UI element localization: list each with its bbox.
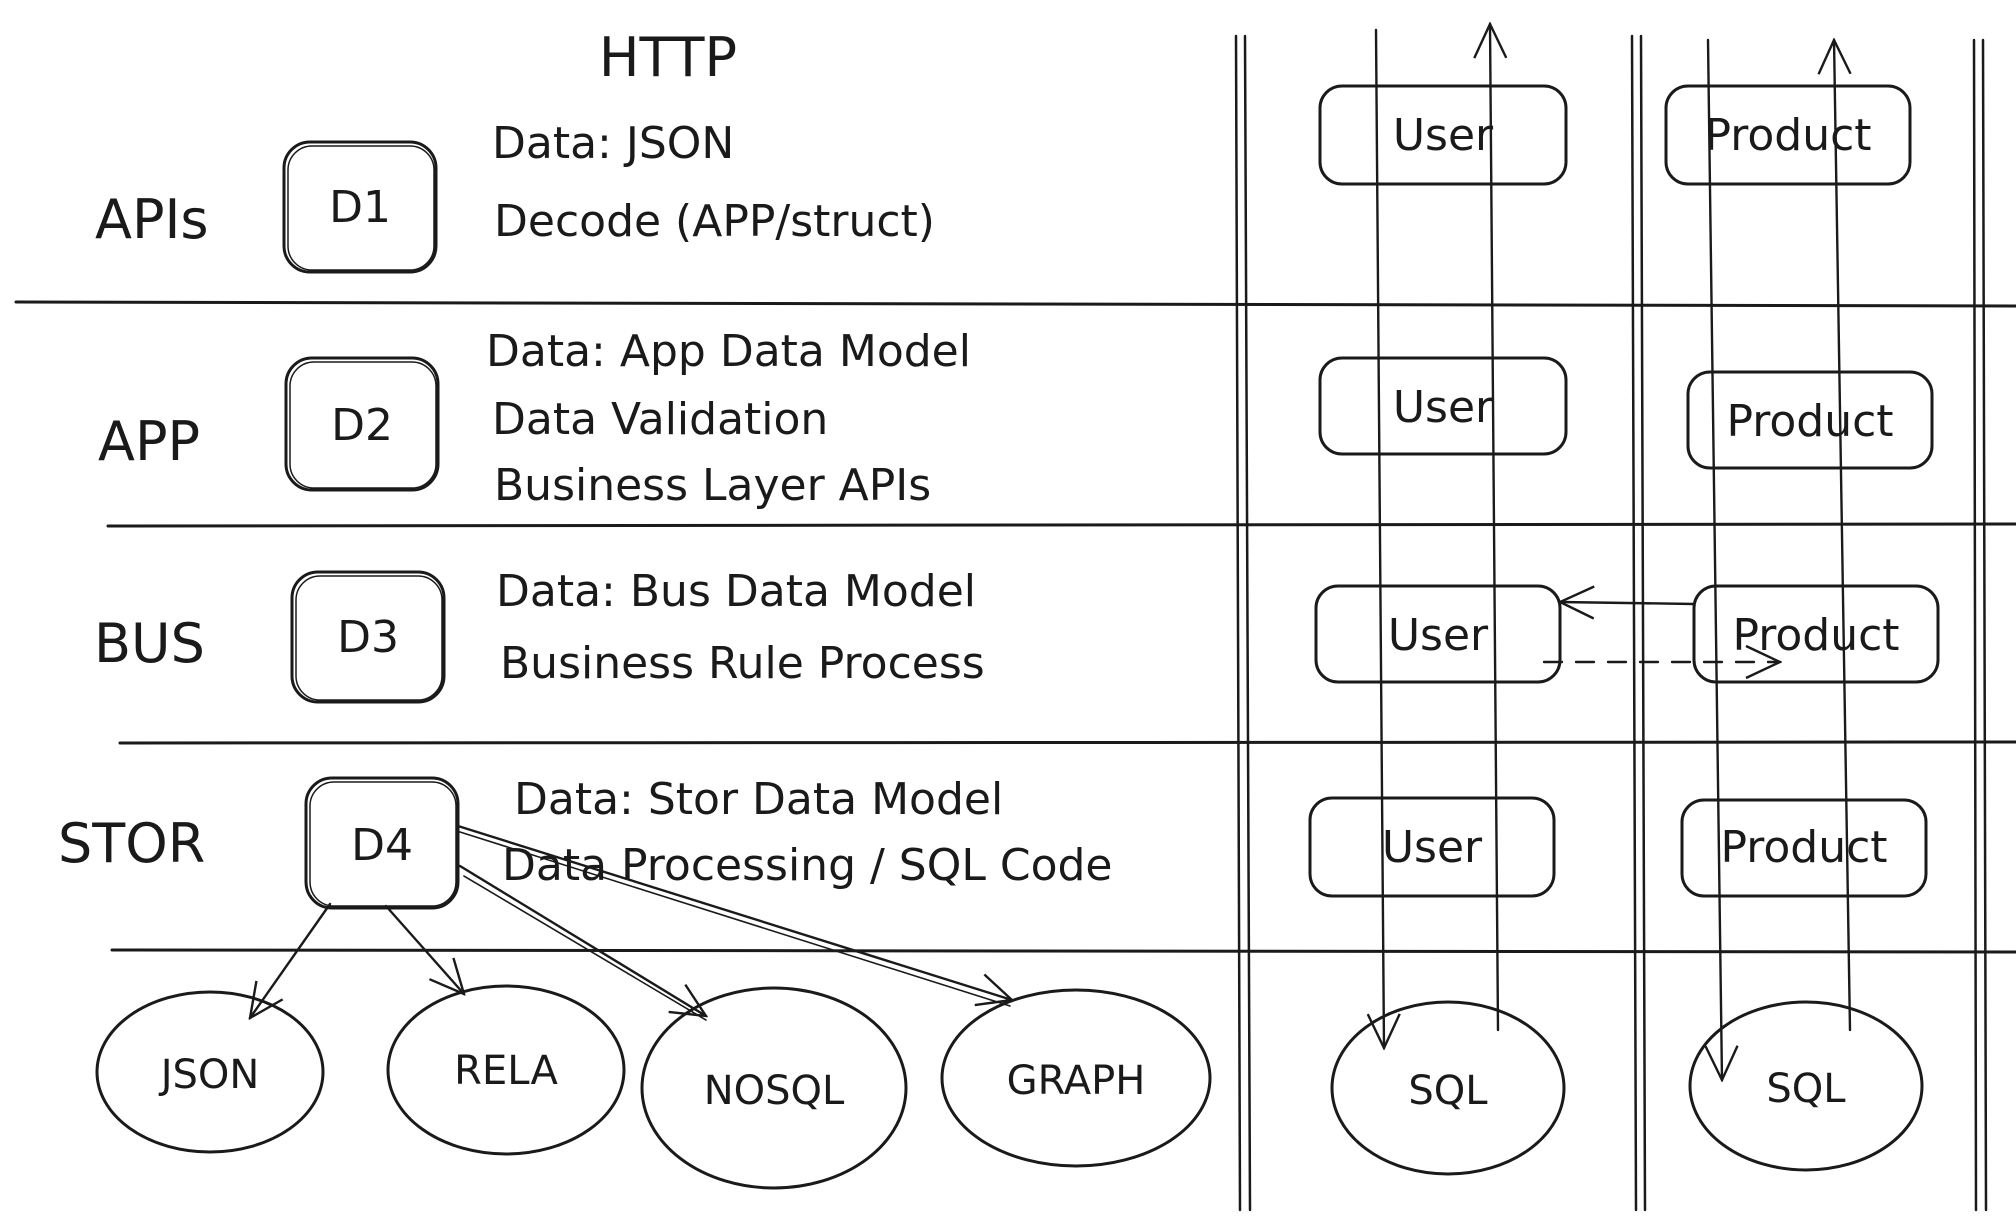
store-nosql [640, 986, 908, 1190]
product-down-arrow [1708, 38, 1722, 1080]
user-label-bus: User [1388, 610, 1489, 661]
layer-bus: BUS D3 Data: Bus Data Model Business Rul… [94, 566, 985, 704]
bus-line-1: Data: Bus Data Model [496, 566, 976, 617]
diagram-title: HTTP [599, 26, 737, 89]
product-box-bus [1692, 584, 1940, 684]
product-to-user-arrow [1560, 602, 1696, 604]
d4-box [304, 776, 460, 910]
d1-box [282, 140, 438, 274]
store-rela-label: RELA [454, 1048, 558, 1094]
bus-line-2: Business Rule Process [500, 638, 985, 689]
storage-types: JSON RELA NOSQL GRAPH [95, 984, 1212, 1190]
arrow-d4-json [250, 902, 332, 1018]
stor-line-2: Data Processing / SQL Code [502, 840, 1113, 891]
layer-label-app: APP [98, 410, 200, 473]
store-json [95, 990, 325, 1154]
layer-label-apis: APIs [95, 188, 209, 251]
product-box-apis [1664, 84, 1912, 186]
user-box-apis [1318, 84, 1568, 186]
user-label-stor: User [1382, 822, 1483, 873]
user-label-apis: User [1393, 110, 1494, 161]
d2-box [284, 356, 440, 492]
layer-stor: STOR D4 Data: Stor Data Model Data Proce… [58, 774, 1113, 910]
product-label-app: Product [1726, 396, 1893, 447]
product-box-app [1686, 370, 1934, 470]
user-db [1330, 1000, 1566, 1176]
column-dividers [1234, 34, 1988, 1212]
app-line-2: Data Validation [492, 394, 828, 445]
product-label-stor: Product [1720, 822, 1887, 873]
d4-storage-arrows [250, 824, 1012, 1021]
user-column: User User User User SQL [1308, 24, 1568, 1176]
user-box-app [1318, 356, 1568, 456]
app-line-3: Business Layer APIs [494, 460, 931, 511]
store-json-label: JSON [158, 1052, 260, 1098]
user-box-bus [1314, 584, 1562, 684]
product-db [1688, 1000, 1924, 1172]
user-label-app: User [1393, 382, 1494, 433]
arrow-d4-rela [384, 904, 464, 994]
stor-line-1: Data: Stor Data Model [514, 774, 1003, 825]
store-rela [386, 984, 626, 1156]
apis-line-1: Data: JSON [492, 118, 734, 169]
layer-app: APP D2 Data: App Data Model Data Validat… [98, 326, 971, 511]
product-db-label: SQL [1766, 1066, 1846, 1112]
store-graph-label: GRAPH [1007, 1058, 1146, 1104]
user-db-label: SQL [1408, 1068, 1488, 1114]
arrow-d4-graph [456, 824, 1012, 1000]
product-up-arrow [1834, 40, 1850, 1032]
d1-label: D1 [329, 182, 391, 233]
product-label-apis: Product [1704, 110, 1871, 161]
layer-label-bus: BUS [94, 612, 205, 675]
user-down-arrow [1376, 28, 1384, 1048]
user-box-stor [1308, 796, 1556, 898]
layer-apis: APIs D1 Data: JSON Decode (APP/struct) [95, 118, 935, 274]
d3-box [290, 570, 446, 704]
d4-label: D4 [351, 820, 413, 871]
layer-label-stor: STOR [58, 812, 205, 875]
bus-cross-arrows [1542, 602, 1780, 662]
product-box-stor [1680, 798, 1928, 898]
d2-label: D2 [331, 400, 393, 451]
arrow-d4-nosql [458, 864, 706, 1016]
store-nosql-label: NOSQL [704, 1068, 845, 1114]
user-up-arrow [1490, 24, 1498, 1032]
product-column: Product Product Product Product SQL [1664, 38, 1940, 1172]
app-line-1: Data: App Data Model [486, 326, 971, 377]
store-graph [940, 988, 1212, 1168]
layer-separators [14, 300, 2016, 954]
apis-line-2: Decode (APP/struct) [494, 196, 935, 247]
product-label-bus: Product [1732, 610, 1899, 661]
d3-label: D3 [337, 612, 399, 663]
